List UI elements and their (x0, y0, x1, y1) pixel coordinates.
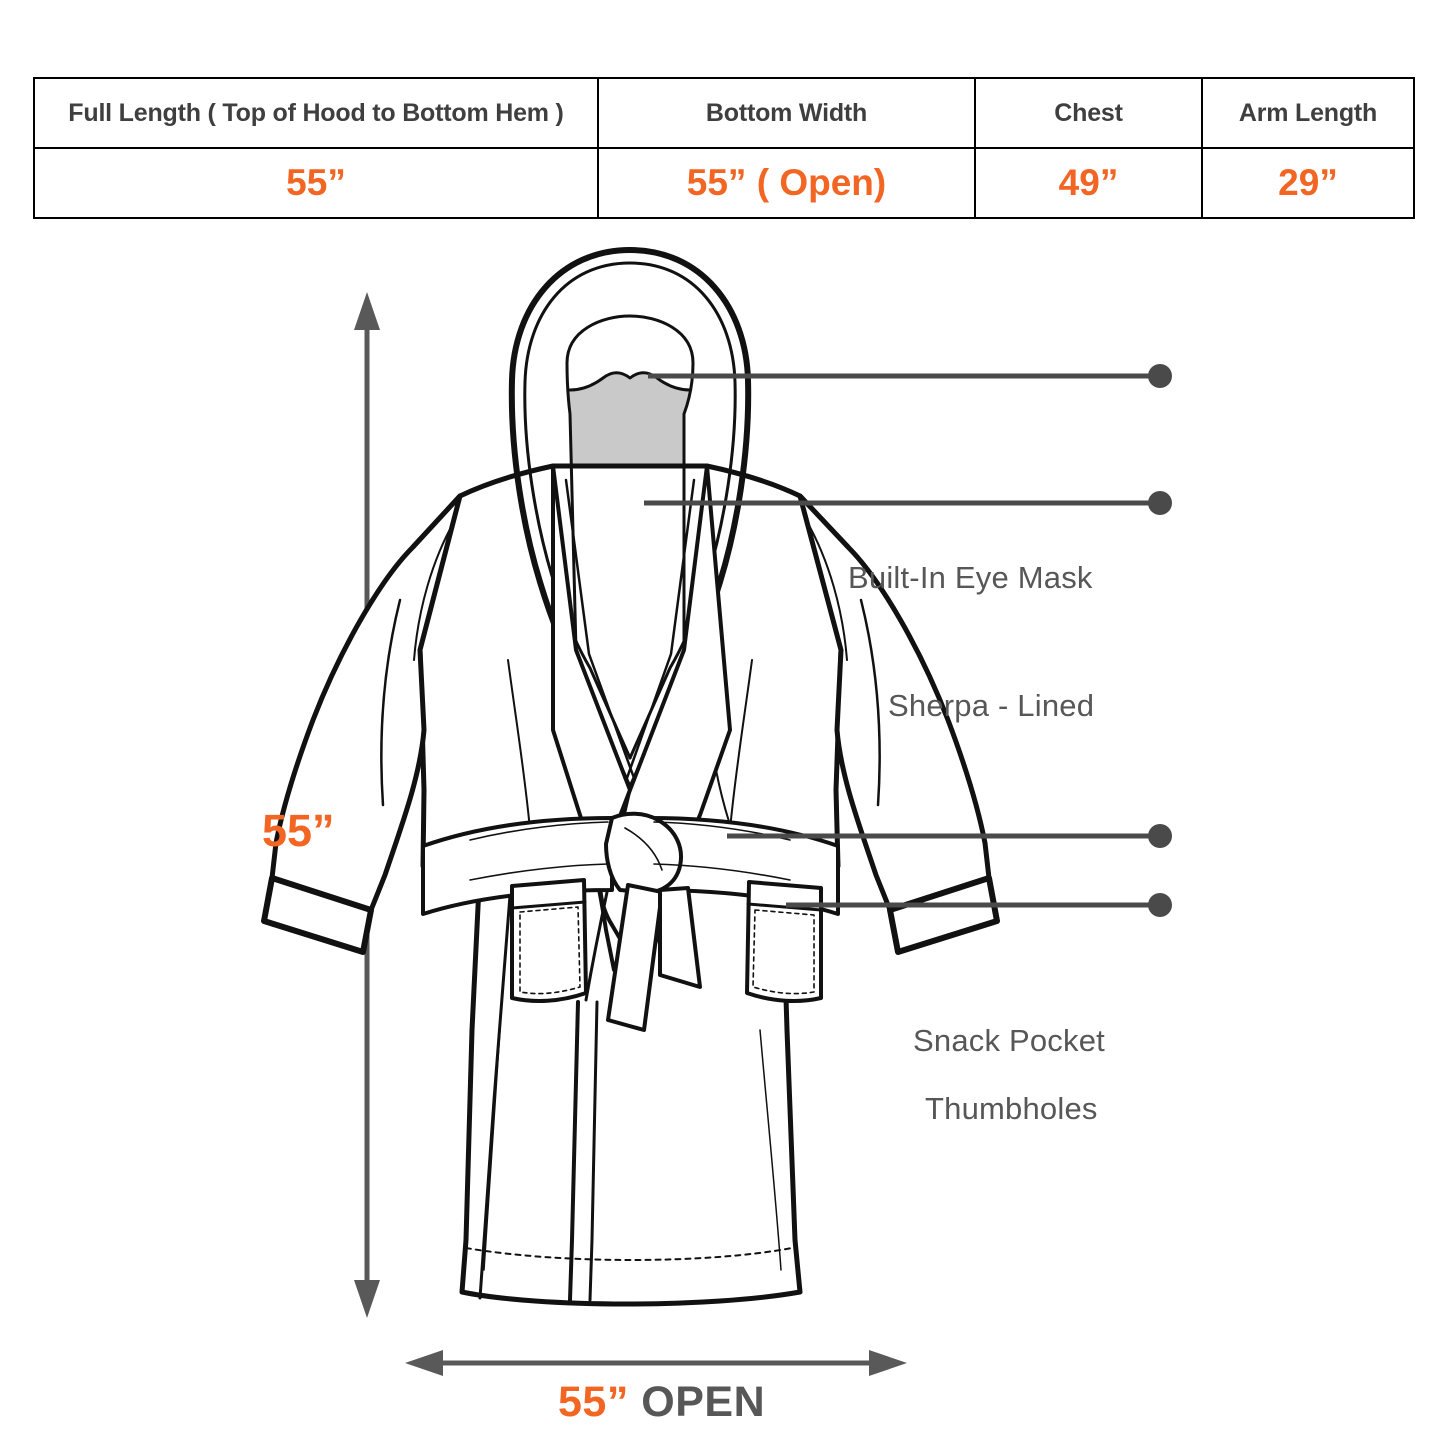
front-panel-edge (478, 868, 514, 1300)
table-row: 55” 55” ( Open) 49” 29” (33, 147, 1415, 219)
front-placket-right (588, 1000, 599, 1302)
callout-leaders (644, 364, 1172, 917)
belt-crease-1 (469, 821, 609, 841)
right-pocket-stitch (752, 909, 815, 995)
belt-knot (604, 811, 683, 895)
left-patch-pocket (510, 878, 588, 1003)
value-full-length: 55” (33, 147, 599, 219)
header-full-length: Full Length ( Top of Hood to Bottom Hem … (33, 77, 599, 149)
right-shoulder-crease (805, 519, 848, 661)
leader-dot-snack-pocket (1148, 824, 1172, 848)
width-dimension-suffix: OPEN (641, 1378, 766, 1426)
robe-flat-sketch (261, 247, 1000, 1307)
size-chart-body: 55” 55” ( Open) 49” 29” (33, 147, 1415, 219)
header-arm-length: Arm Length (1201, 77, 1415, 149)
width-dimension-label: 55” OPEN (558, 1378, 765, 1427)
width-dimension-number: 55” (558, 1378, 629, 1426)
product-diagram: Built-In Eye Mask Sherpa - Lined Snack P… (0, 230, 1445, 1445)
hem-stitch-line (465, 1247, 793, 1261)
belt-tail-right (658, 886, 702, 989)
eye-mask-scallop-edge (568, 371, 692, 392)
callout-label-built-in-eye-mask: Built-In Eye Mask (848, 560, 1093, 595)
chest-crease-left (507, 659, 531, 831)
table-header-row: Full Length ( Top of Hood to Bottom Hem … (33, 77, 1415, 149)
chest-crease-right (729, 659, 753, 831)
belt-crease-4 (653, 863, 791, 881)
left-sleeve-fold-line (380, 598, 402, 807)
collar-right-inner-line (625, 478, 696, 780)
right-sleeve-fold-line (859, 598, 881, 807)
leader-dot-sherpa (1148, 491, 1172, 515)
collar-left-inner-line (564, 478, 636, 780)
leader-dot-eye-mask (1148, 364, 1172, 388)
header-bottom-width: Bottom Width (597, 77, 976, 149)
width-dimension-arrow (405, 1350, 907, 1376)
skirt-crease-left (483, 1029, 501, 1271)
right-pocket-top-seam (746, 902, 823, 912)
value-chest: 49” (974, 147, 1203, 219)
belt-tail-left (606, 883, 664, 1032)
belt-knot-crease (624, 827, 663, 871)
height-dimension-label: 55” (262, 805, 335, 856)
value-bottom-width: 55” ( Open) (597, 147, 976, 219)
eye-mask-shape (567, 316, 693, 390)
callout-label-snack-pocket: Snack Pocket (913, 1023, 1105, 1058)
front-placket-left (568, 1000, 580, 1302)
left-sleeve (269, 493, 463, 913)
value-arm-length: 29” (1201, 147, 1415, 219)
left-sleeve-cuff (261, 875, 374, 955)
belt-crease-2 (469, 863, 609, 881)
left-pocket-top-seam (510, 900, 587, 910)
callout-label-sherpa-lined: Sherpa - Lined (888, 688, 1095, 723)
leader-dot-thumbholes (1148, 893, 1172, 917)
skirt-crease-right (759, 1029, 782, 1271)
hood-lining-opening (565, 314, 695, 792)
size-chart-table: Full Length ( Top of Hood to Bottom Hem … (33, 77, 1415, 219)
header-chest: Chest (974, 77, 1203, 149)
right-patch-pocket (745, 880, 823, 1003)
robe-illustration-svg (261, 247, 1172, 1376)
size-chart-head: Full Length ( Top of Hood to Bottom Hem … (33, 77, 1415, 149)
callout-label-thumbholes: Thumbholes (925, 1091, 1098, 1126)
right-sleeve (797, 493, 992, 913)
left-shoulder-crease (413, 519, 456, 661)
left-pocket-stitch (519, 906, 581, 995)
